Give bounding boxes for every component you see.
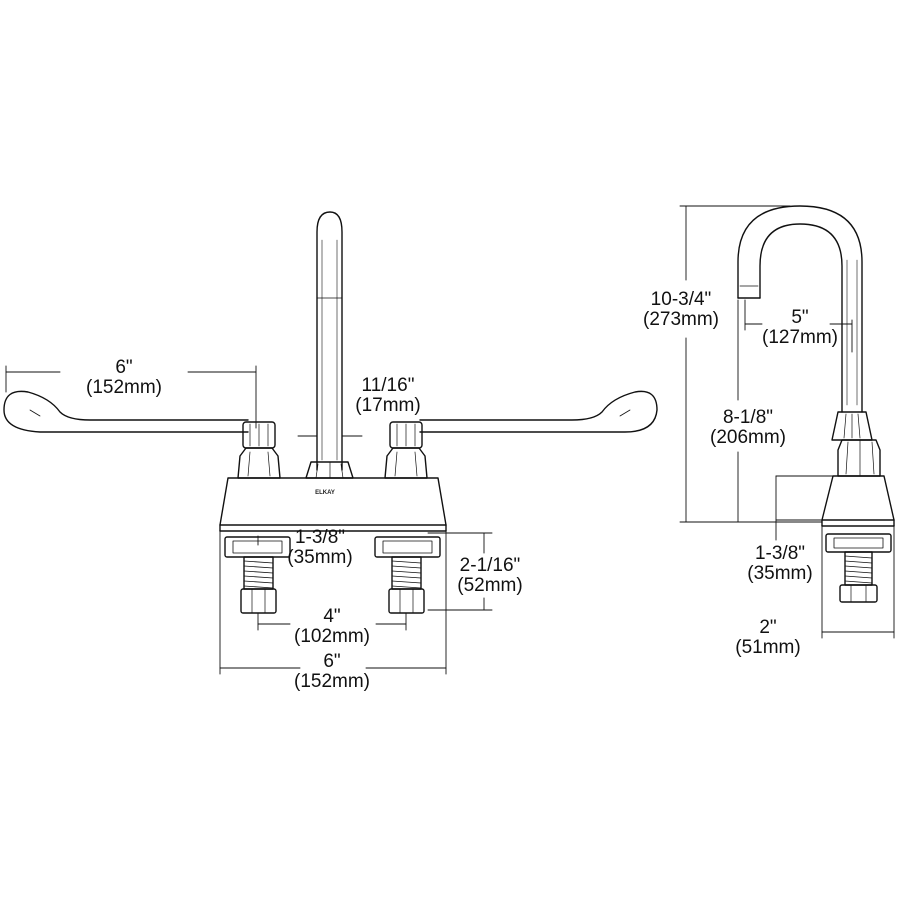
handle-reach-dimension: 6" (152mm) (86, 358, 162, 398)
side-shank-width-mm: (35mm) (747, 563, 813, 584)
outlet-height-inch: 8-1/8" (722, 407, 774, 428)
right-coupling-nut (389, 589, 424, 613)
spout-reach-mm: (127mm) (761, 327, 839, 348)
front-dimension-lines (6, 366, 492, 674)
side-deck-body (822, 476, 894, 520)
side-mounting-nut (826, 534, 891, 552)
side-dimension-lines (680, 206, 894, 638)
overall-height-dimension: 10-3/4" (273mm) (643, 290, 719, 330)
right-wrist-blade-handle (420, 391, 657, 432)
spout-reach-inch: 5" (791, 307, 809, 328)
front-shank-width-inch: 1-3/8" (294, 527, 346, 548)
overall-width-mm: (152mm) (293, 671, 371, 692)
base-depth-mm: (51mm) (735, 637, 801, 658)
spout-diameter-inch: 11/16" (361, 375, 415, 396)
left-mounting-nut (225, 537, 290, 557)
centers-inch: 4" (323, 606, 341, 627)
base-depth-dimension: 2" (51mm) (735, 618, 800, 658)
right-mounting-nut (375, 537, 440, 557)
front-spout-nut (306, 462, 353, 478)
left-coupling-nut (241, 589, 276, 613)
base-depth-inch: 2" (759, 617, 777, 638)
handle-reach-mm: (152mm) (85, 377, 163, 398)
overall-width-inch: 6" (323, 651, 341, 672)
shank-length-mm: (52mm) (457, 575, 523, 596)
spout-diameter-dimension: 11/16" (17mm) (355, 376, 420, 416)
brand-mark: ELKAY (315, 490, 335, 496)
overall-height-mm: (273mm) (642, 309, 720, 330)
front-spout-riser (317, 212, 342, 470)
left-wrist-blade-handle (4, 391, 248, 432)
side-shank-width-inch: 1-3/8" (754, 543, 806, 564)
overall-width-dimension: 6" (152mm) (294, 652, 370, 692)
side-view (680, 206, 894, 638)
spout-diameter-mm: (17mm) (355, 395, 421, 416)
centers-mm: (102mm) (293, 626, 371, 647)
front-shank-width-dimension: 1-3/8" (35mm) (287, 528, 352, 568)
centers-dimension: 4" (102mm) (294, 607, 370, 647)
side-shank-width-dimension: 1-3/8" (35mm) (747, 544, 812, 584)
shank-length-dimension: 2-1/16" (52mm) (457, 556, 522, 596)
side-gooseneck-spout (738, 206, 862, 412)
shank-length-inch: 2-1/16" (459, 555, 521, 576)
front-deck-body (220, 478, 446, 525)
spout-reach-dimension: 5" (127mm) (762, 308, 838, 348)
handle-reach-inch: 6" (115, 357, 133, 378)
outlet-height-dimension: 8-1/8" (206mm) (710, 408, 786, 448)
front-view (4, 212, 657, 674)
front-shank-width-mm: (35mm) (287, 547, 353, 568)
overall-height-inch: 10-3/4" (650, 289, 712, 310)
side-coupling-nut (840, 585, 877, 602)
outlet-height-mm: (206mm) (709, 427, 787, 448)
